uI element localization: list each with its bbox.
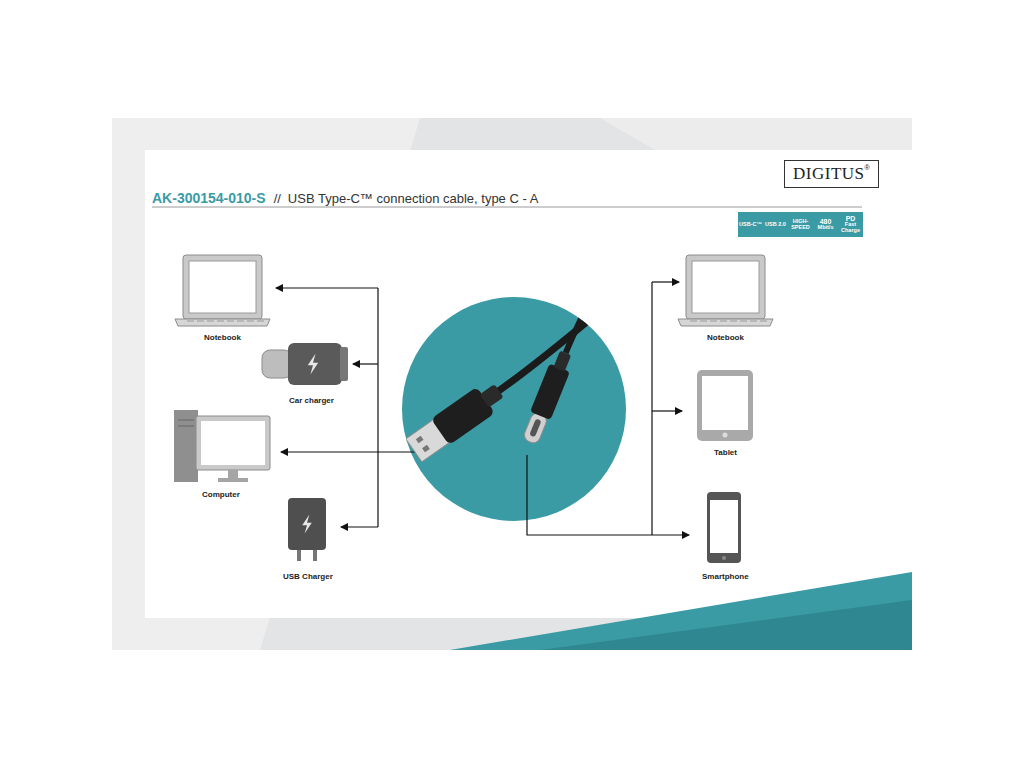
badge-text: HIGH-SPEED bbox=[789, 219, 812, 231]
badge-text: PD bbox=[846, 215, 856, 222]
title: AK-300154-010-S bbox=[152, 190, 266, 206]
laptop-screen bbox=[189, 261, 256, 313]
connection-lines bbox=[276, 282, 689, 535]
laptop-key bbox=[197, 321, 204, 322]
phone-button bbox=[722, 556, 726, 560]
feature-badge: 480Mbit/s bbox=[813, 212, 838, 237]
tablet-screen bbox=[702, 376, 748, 430]
laptop-key bbox=[217, 321, 224, 322]
device-label: Notebook bbox=[202, 332, 243, 343]
separator: // bbox=[274, 191, 281, 206]
device-name: Car charger bbox=[289, 396, 334, 405]
device-name: USB Charger bbox=[283, 572, 333, 581]
badge-text: USB 2.0 bbox=[765, 222, 786, 228]
device-name: Notebook bbox=[707, 333, 744, 342]
laptop-screen bbox=[692, 261, 759, 313]
laptop-key bbox=[720, 321, 727, 322]
computer-tower bbox=[174, 410, 198, 482]
backdrop bbox=[112, 118, 912, 650]
laptop-key bbox=[760, 321, 767, 322]
laptop-key bbox=[740, 321, 747, 322]
device-name: Notebook bbox=[204, 333, 241, 342]
badge-text: Mbit/s bbox=[818, 225, 834, 231]
laptop-key bbox=[690, 321, 697, 322]
device-label: Smartphone bbox=[700, 571, 751, 582]
device-name: Tablet bbox=[714, 448, 737, 457]
device-label: Computer bbox=[200, 489, 242, 500]
teal-band bbox=[540, 600, 912, 650]
badge-text: Fast Charge bbox=[839, 222, 862, 234]
laptop-key bbox=[710, 321, 717, 322]
laptop-key bbox=[750, 321, 757, 322]
laptop-key bbox=[247, 321, 254, 322]
charger-prong bbox=[297, 550, 301, 561]
phone-body bbox=[707, 492, 741, 563]
car-charger-tip bbox=[262, 350, 292, 378]
feature-badge: HIGH-SPEED bbox=[788, 212, 813, 237]
teal-band bbox=[450, 572, 912, 650]
monitor-foot bbox=[218, 478, 248, 482]
device-label: Notebook bbox=[705, 332, 746, 343]
laptop-key bbox=[187, 321, 194, 322]
feature-badge: USB 2.0 bbox=[763, 212, 788, 237]
brand-name: DIGITUS bbox=[793, 164, 865, 184]
lightning-symbol bbox=[308, 354, 318, 375]
badge-text: USB-C™ bbox=[739, 222, 762, 228]
feature-badge: PDFast Charge bbox=[838, 212, 863, 237]
title-rule bbox=[152, 207, 862, 208]
monitor bbox=[196, 416, 270, 470]
registered-mark: ® bbox=[865, 164, 870, 171]
laptop-lid bbox=[183, 255, 262, 319]
brand-logo: DIGITUS® bbox=[784, 160, 879, 188]
feature-badge: USB-C™ bbox=[738, 212, 763, 237]
laptop-base bbox=[678, 319, 773, 326]
laptop-key bbox=[227, 321, 234, 322]
device-label: USB Charger bbox=[281, 571, 335, 582]
badge-text: 480 bbox=[820, 218, 832, 225]
title-row: AK-300154-010-S // USB Type-C™ connection … bbox=[152, 190, 538, 206]
laptop-lid bbox=[686, 255, 765, 319]
device-name: Smartphone bbox=[702, 572, 749, 581]
tower-drive bbox=[178, 420, 194, 421]
device-label: Tablet bbox=[712, 447, 739, 458]
laptop-key bbox=[207, 321, 214, 322]
laptop-base bbox=[175, 319, 270, 326]
charger-prong bbox=[313, 550, 317, 561]
usb-charger-body bbox=[288, 498, 326, 550]
device-name: Computer bbox=[202, 490, 240, 499]
phone-screen bbox=[710, 500, 738, 553]
laptop-key bbox=[257, 321, 264, 322]
car-charger-body bbox=[288, 343, 342, 385]
cable-circle bbox=[402, 297, 626, 521]
tower-drive bbox=[178, 426, 194, 427]
panel bbox=[145, 150, 912, 618]
laptop-key bbox=[237, 321, 244, 322]
tablet-button bbox=[723, 433, 728, 438]
laptop-key bbox=[700, 321, 707, 322]
device-label: Car charger bbox=[287, 395, 336, 406]
lightning-symbol bbox=[302, 514, 312, 533]
tablet-body bbox=[697, 370, 753, 441]
laptop-key bbox=[730, 321, 737, 322]
subtitle: USB Type-C™ connection cable, type C - A bbox=[288, 191, 539, 206]
monitor-screen bbox=[201, 421, 265, 465]
car-charger-end bbox=[340, 347, 348, 381]
cable bbox=[405, 187, 646, 463]
monitor-stand bbox=[228, 470, 238, 478]
